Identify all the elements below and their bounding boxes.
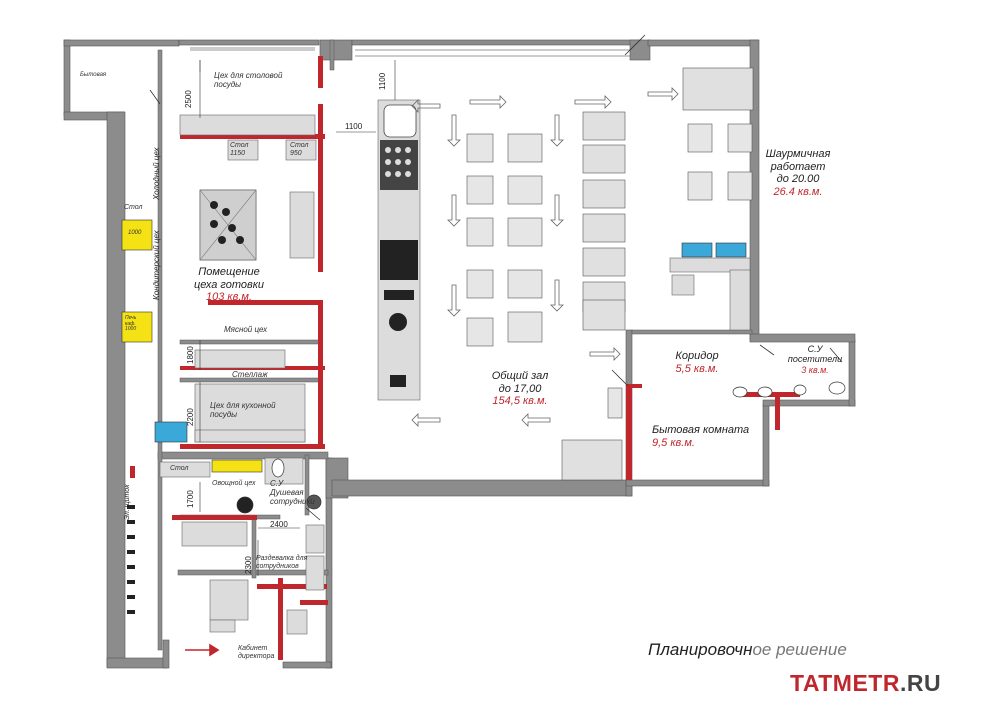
cold-shop-label: Холодный цех — [152, 147, 161, 200]
blue-equipment — [154, 242, 747, 443]
brand-name: TATMETR — [790, 670, 900, 696]
hall-label: Общий зал до 17,00 154,5 кв.м. — [470, 370, 570, 408]
wc-visitors-label: С.У посетители 3 кв.м. — [782, 344, 848, 375]
dim-1100-a: 1100 — [345, 122, 363, 131]
stove — [199, 189, 257, 261]
dim-2400: 2400 — [270, 520, 288, 529]
utility-area: 9,5 кв.м. — [652, 436, 695, 449]
wc-visitors-area: 3 кв.м. — [801, 364, 829, 375]
plan-title-tail: ое решение — [752, 640, 847, 659]
dim-2300: 2300 — [244, 556, 253, 574]
wc-visitors-name: С.У посетители — [787, 344, 843, 365]
kitchen-dish-label: Цех для кухонной посуды — [210, 401, 276, 419]
sanitary — [236, 381, 846, 514]
confect-label: Кондитерский цех — [152, 230, 161, 300]
shawarma-label: Шаурмичная работает до 20.00 26.4 кв.м. — [758, 148, 838, 199]
partitions — [130, 56, 800, 660]
household-label: Бытовая — [80, 72, 107, 78]
utility-label: Бытовая комната 9,5 кв.м. — [652, 424, 782, 449]
hall-area: 154,5 кв.м. — [492, 395, 548, 408]
serving-line — [380, 104, 418, 387]
stol-950-label: Стол 950 — [290, 142, 309, 157]
hot-shop-area: 103 кв.м. — [206, 291, 252, 304]
stol-1150-label: Стол 1150 — [230, 142, 249, 157]
oven-label: Печь каф. 1000 — [125, 315, 137, 332]
corridor-name: Коридор — [675, 350, 719, 362]
shawarma-counter — [669, 257, 751, 331]
dim-2200: 2200 — [186, 408, 195, 426]
brand-tld: .RU — [899, 670, 942, 696]
interior-walls — [157, 39, 753, 651]
director-label: Кабинет директора — [238, 645, 275, 660]
shawarma-name: Шаурмичная работает до 20.00 — [765, 148, 831, 186]
stol-small-label: Стол — [124, 204, 143, 211]
hot-shop-label: Помещение цеха готовки 103 кв.м. — [184, 266, 274, 304]
hot-shop-name: Помещение цеха готовки — [193, 266, 265, 291]
utility-name: Бытовая комната — [652, 424, 750, 436]
rack-label: Стеллаж — [232, 370, 268, 379]
shawarma-area: 26.4 кв.м. — [773, 185, 823, 198]
dim-2500: 2500 — [184, 90, 193, 108]
sofas — [561, 67, 754, 481]
shield-label: Эл. щиток — [124, 484, 131, 521]
yellow-equipment — [121, 219, 263, 473]
meat-shop-label: Мясной цех — [224, 325, 268, 334]
hall-name: Общий зал до 17,00 — [491, 370, 549, 395]
stol-label: Стол — [170, 465, 189, 472]
dim-1700: 1700 — [186, 490, 195, 508]
dim-1100-b: 1100 — [378, 72, 387, 90]
brand-logo: TATMETR.RU — [790, 670, 941, 697]
yellow-1000-label: 1000 — [128, 230, 142, 236]
dining-tables — [466, 123, 753, 419]
red-arrow — [185, 643, 220, 657]
corridor-area: 5,5 кв.м. — [675, 362, 719, 375]
corridor-label: Коридор 5,5 кв.м. — [662, 350, 732, 375]
windows — [190, 47, 630, 57]
dimension-lines — [199, 60, 396, 576]
plan-title-main: Планировочн — [648, 640, 753, 659]
veg-shop-label: Овощной цех — [212, 480, 256, 487]
changing-label: Раздевалка для сотрудников — [256, 555, 308, 570]
plan-title: Планировочное решение — [648, 640, 847, 660]
flow-arrows — [411, 87, 679, 427]
dim-1800: 1800 — [186, 346, 195, 364]
staircase — [127, 505, 135, 614]
dish-shop-label: Цех для столовой посуды — [214, 71, 283, 89]
wc-staff-label: С.У Душевая сотрудники — [270, 479, 315, 506]
doors — [149, 34, 843, 521]
